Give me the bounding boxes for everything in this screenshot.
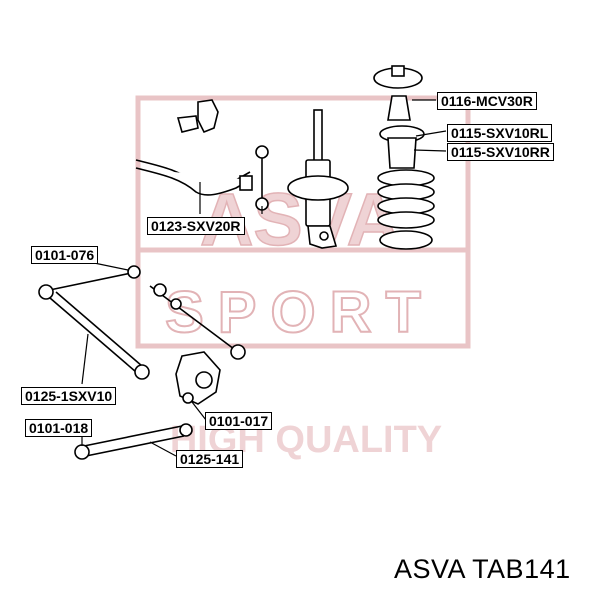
label-0125-1sxv10: 0125-1SXV10: [21, 387, 117, 405]
lower-arm: [74, 423, 193, 460]
lower-arm-top: [83, 425, 183, 447]
arm-076-end-left: [38, 284, 54, 300]
mount-stud: [391, 65, 405, 77]
dust-boot: [387, 137, 417, 169]
leader-sxv10rr: [413, 149, 447, 152]
spring-seat: [287, 175, 349, 201]
footer-part-number: TAB141: [472, 554, 571, 584]
watermark-sport: SPORT: [165, 280, 435, 345]
stabilizer-bar-lower: [135, 167, 251, 196]
mount-spring-stack: [373, 65, 447, 250]
knuckle-bore: [195, 371, 213, 389]
watermark: [135, 95, 471, 349]
arm-076: [39, 271, 137, 293]
arm-rod: [149, 285, 239, 353]
label-0125-141: 0125-141: [176, 450, 244, 468]
rod-bushing-1: [153, 283, 167, 297]
label-0101-076: 0101-076: [31, 246, 99, 264]
lower-arm-bottom: [85, 435, 185, 457]
footer-part-id: ASVA TAB141: [394, 554, 571, 585]
arm-sxv10-end: [134, 364, 150, 380]
knuckle: [175, 351, 221, 421]
bushing-small: [176, 115, 199, 133]
leader-sxv10: [81, 333, 89, 385]
label-0101-017: 0101-017: [205, 412, 273, 430]
label-0115-sxv10rl: 0115-SXV10RL: [447, 124, 553, 142]
rod-bushing-2: [170, 298, 182, 310]
rod-end: [230, 344, 246, 360]
bump-stop: [387, 95, 411, 121]
leader-141: [149, 441, 177, 457]
arm-076-end-right: [127, 265, 141, 279]
arm-sxv10: [49, 297, 137, 373]
leader-017: [191, 401, 207, 421]
label-0123-sxv20r: 0123-SXV20R: [147, 217, 245, 235]
label-0116-mcv30r: 0116-MCV30R: [437, 92, 537, 110]
stabilizer-link: [135, 99, 269, 214]
strut-assembly: [287, 109, 349, 249]
spring-lower-seat: [379, 230, 433, 250]
bracket-top: [197, 99, 219, 134]
knuckle-bushing: [182, 392, 194, 404]
control-arms: [38, 257, 246, 385]
bar-bushing: [239, 175, 253, 191]
label-0115-sxv10rr: 0115-SXV10RR: [447, 143, 554, 161]
arm-sxv10-edge: [55, 291, 143, 367]
lower-arm-end-right: [179, 423, 193, 437]
leader-sxv10rl: [415, 130, 447, 137]
lower-arm-end-left: [74, 444, 90, 460]
link-ball-top: [255, 145, 269, 159]
watermark-frame: [135, 95, 471, 349]
label-0101-018: 0101-018: [25, 419, 93, 437]
coil-4: [377, 211, 435, 229]
footer-brand: ASVA: [394, 554, 465, 584]
bracket-hole: [319, 231, 329, 241]
